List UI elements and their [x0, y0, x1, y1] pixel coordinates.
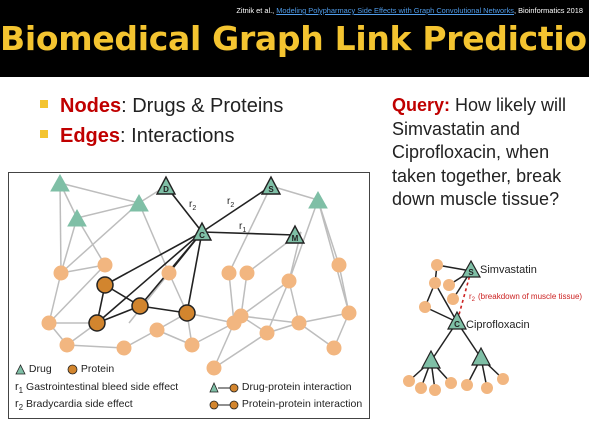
query-edge-dashed: [456, 270, 472, 323]
protein-node: [497, 373, 509, 385]
citation-authors: Zitnik et al.,: [236, 6, 277, 15]
drug-node-ciprofloxacin: [447, 310, 467, 330]
protein-node-highlighted: [178, 304, 196, 322]
query-body: How likely will Simvastatin and Ciproflo…: [392, 95, 567, 209]
bullet-keyword: Nodes: [60, 95, 122, 117]
drug-nodes: [50, 173, 328, 227]
edge-label-r1: r1: [239, 221, 246, 234]
dark-edges: [96, 185, 296, 324]
legend-protein-protein: Protein-protein interaction: [209, 398, 362, 410]
bullet-text: : Drugs & Proteins: [121, 95, 284, 117]
legend-r2: r2 Bradycardia side effect: [15, 398, 133, 413]
bullet-keyword: Edges: [60, 125, 121, 147]
protein-node: [326, 340, 342, 356]
protein-node: [429, 384, 441, 396]
edge-label-r2-d: r2: [189, 199, 196, 212]
drug-node-d: [155, 175, 177, 195]
title-bar: Zitnik et al., Modeling Polypharmacy Sid…: [0, 0, 589, 77]
citation-link[interactable]: Modeling Polypharmacy Side Effects with …: [276, 6, 514, 15]
protein-node: [481, 382, 493, 394]
protein-node: [431, 259, 443, 271]
drug-node-d-label: D: [163, 185, 169, 194]
protein-node: [429, 277, 441, 289]
protein-node: [403, 375, 415, 387]
drug-node: [308, 190, 328, 209]
drug-node: [67, 208, 87, 227]
query-relation-label: r2(breakdown of muscle tissue): [469, 292, 582, 303]
protein-node: [331, 257, 347, 273]
bullet-square-icon: [40, 130, 48, 138]
protein-node: [41, 315, 57, 331]
drug-node-simvastatin: [460, 259, 482, 278]
bullet-square-icon: [40, 100, 48, 108]
query-subgraph: S C Simvastatin Ciprofloxacin r2(breakdo…: [403, 259, 582, 396]
protein-node: [206, 360, 222, 376]
graph-legend: Drug Protein r1 Gastrointestinal bleed s…: [13, 361, 367, 417]
protein-node-highlighted: [131, 297, 149, 315]
protein-node: [443, 279, 455, 291]
drug-node: [421, 349, 441, 369]
drug-node-m: [284, 224, 306, 244]
protein-node: [97, 257, 113, 273]
protein-node: [447, 293, 459, 305]
protein-node: [184, 337, 200, 353]
protein-nodes: [41, 257, 357, 376]
highlighted-protein-nodes: [88, 276, 196, 332]
ciprofloxacin-label: Ciprofloxacin: [466, 319, 530, 331]
legend-protein: Protein: [67, 363, 114, 375]
protein-node-highlighted: [88, 314, 106, 332]
query-keyword: Query:: [392, 95, 451, 115]
protein-node: [149, 322, 165, 338]
protein-node: [445, 377, 457, 389]
gray-edges: [48, 182, 350, 369]
drug-protein-edge-icon: [209, 381, 239, 393]
labeled-drug-nodes: [155, 175, 306, 244]
legend-drug: Drug: [15, 363, 52, 375]
protein-node: [161, 265, 177, 281]
simvastatin-label: Simvastatin: [480, 264, 537, 276]
graph-figure: D S C M r2 r2 r1 Drug Protein r1 Ga: [8, 172, 370, 419]
drug-triangle-icon: [15, 363, 26, 375]
drug-node: [471, 346, 491, 366]
small-protein-nodes: [403, 259, 509, 396]
edge-label-r2-s: r2: [227, 196, 234, 209]
protein-protein-edge-icon: [209, 400, 239, 410]
protein-node: [53, 265, 69, 281]
slide-title: Biomedical Graph Link Prediction: [0, 19, 589, 58]
drug-node-c-label: C: [199, 231, 205, 240]
drug-node-s: [260, 175, 282, 195]
drug-node: [129, 193, 149, 212]
protein-node: [221, 265, 237, 281]
drug-node-s-label: S: [468, 268, 474, 277]
drug-node-s-label: S: [268, 185, 274, 194]
protein-node: [281, 273, 297, 289]
graph-canvas: D S C M r2 r2 r1: [41, 173, 357, 376]
protein-node: [259, 325, 275, 341]
protein-circle-icon: [67, 364, 78, 375]
drug-node-c: [191, 221, 213, 241]
drug-node-m-label: M: [292, 234, 299, 243]
protein-node: [419, 301, 431, 313]
query-text: Query: How likely will Simvastatin and C…: [392, 94, 584, 212]
citation-venue: , Bioinformatics 2018: [513, 6, 583, 15]
protein-node: [341, 305, 357, 321]
drug-node-c-label: C: [454, 320, 460, 329]
protein-node: [116, 340, 132, 356]
protein-node-highlighted: [96, 276, 114, 294]
small-drug-nodes: [421, 259, 491, 369]
bullet-edges: Edges: Interactions: [40, 125, 235, 148]
citation: Zitnik et al., Modeling Polypharmacy Sid…: [236, 6, 583, 15]
protein-node: [291, 315, 307, 331]
legend-r1: r1 Gastrointestinal bleed side effect: [15, 381, 179, 396]
protein-node: [415, 382, 427, 394]
bullet-text: : Interactions: [120, 125, 235, 147]
drug-node: [50, 173, 70, 192]
protein-node: [461, 379, 473, 391]
bullet-nodes: Nodes: Drugs & Proteins: [40, 95, 283, 118]
legend-drug-protein: Drug-protein interaction: [209, 381, 352, 393]
protein-node: [233, 308, 249, 324]
protein-node: [239, 265, 255, 281]
protein-node: [59, 337, 75, 353]
